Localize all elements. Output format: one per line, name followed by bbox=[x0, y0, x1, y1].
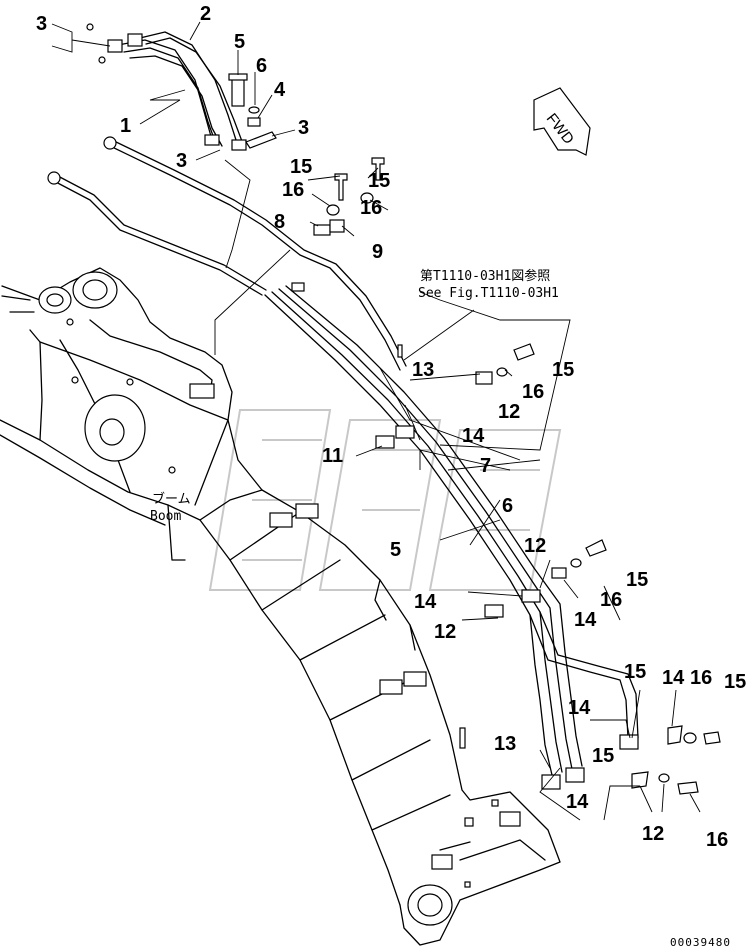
callout-14: 14 bbox=[462, 425, 485, 447]
reference-note-english: See Fig.T1110-03H1 bbox=[418, 286, 559, 301]
callout-12: 12 bbox=[642, 823, 664, 845]
callout-12: 12 bbox=[498, 401, 520, 423]
boom-label-english: Boom bbox=[150, 509, 181, 524]
document-number: 00039480 bbox=[670, 936, 731, 949]
callout-4: 4 bbox=[274, 79, 286, 101]
callout-3: 3 bbox=[36, 13, 47, 35]
callout-16: 16 bbox=[360, 197, 382, 219]
callout-12: 12 bbox=[434, 621, 456, 643]
callout-12: 11 bbox=[322, 445, 343, 467]
callout-13: 14 bbox=[574, 609, 597, 631]
callout-13: 13 bbox=[412, 359, 434, 381]
callout-15: 15 bbox=[290, 156, 312, 178]
callout-16: 16 bbox=[522, 381, 544, 403]
hydraulic-tubes bbox=[47, 136, 639, 776]
callout-16: 16 bbox=[600, 589, 622, 611]
callout-2: 2 bbox=[200, 3, 211, 25]
callout-9: 7 bbox=[480, 455, 491, 477]
callout-15: 15 bbox=[626, 569, 648, 591]
callout-15: 15 bbox=[724, 671, 746, 693]
callout-3: 3 bbox=[298, 117, 309, 139]
callout-12: 12 bbox=[524, 535, 546, 557]
callout-6: 6 bbox=[256, 55, 267, 77]
callout-14: 15 bbox=[592, 745, 614, 767]
callout-10: 8 bbox=[274, 211, 285, 233]
callout-8: 6 bbox=[502, 495, 513, 517]
callout-16: 16 bbox=[690, 667, 712, 689]
callout-13: 14 bbox=[662, 667, 685, 689]
callout-15: 15 bbox=[552, 359, 574, 381]
clamp-hardware bbox=[189, 157, 721, 870]
reference-note-japanese: 第T1110-03H1図参照 bbox=[420, 268, 550, 284]
callout-1: 1 bbox=[120, 115, 131, 137]
callout-15: 15 bbox=[368, 170, 390, 192]
boom-label-japanese: ブーム bbox=[152, 491, 191, 507]
callout-13: 13 bbox=[494, 733, 516, 755]
callout-16: 16 bbox=[282, 179, 304, 201]
boom-structure bbox=[0, 267, 561, 946]
leader-lines bbox=[51, 21, 701, 821]
callout-7: 5 bbox=[390, 539, 401, 561]
callout-5: 5 bbox=[234, 31, 245, 53]
callout-14: 14 bbox=[566, 791, 589, 813]
callout-14: 14 bbox=[414, 591, 437, 613]
fwd-direction-arrow: FWD bbox=[533, 87, 591, 156]
upper-hose-assembly bbox=[86, 23, 277, 151]
callout-14: 15 bbox=[624, 661, 646, 683]
callout-13: 14 bbox=[568, 697, 591, 719]
callout-3: 3 bbox=[176, 150, 187, 172]
callout-15: 16 bbox=[706, 829, 728, 851]
callout-11: 9 bbox=[372, 241, 383, 263]
callout-labels: 3 2 5 6 4 1 3 3 15 15 16 16 8 9 第T1110-0… bbox=[36, 3, 746, 949]
